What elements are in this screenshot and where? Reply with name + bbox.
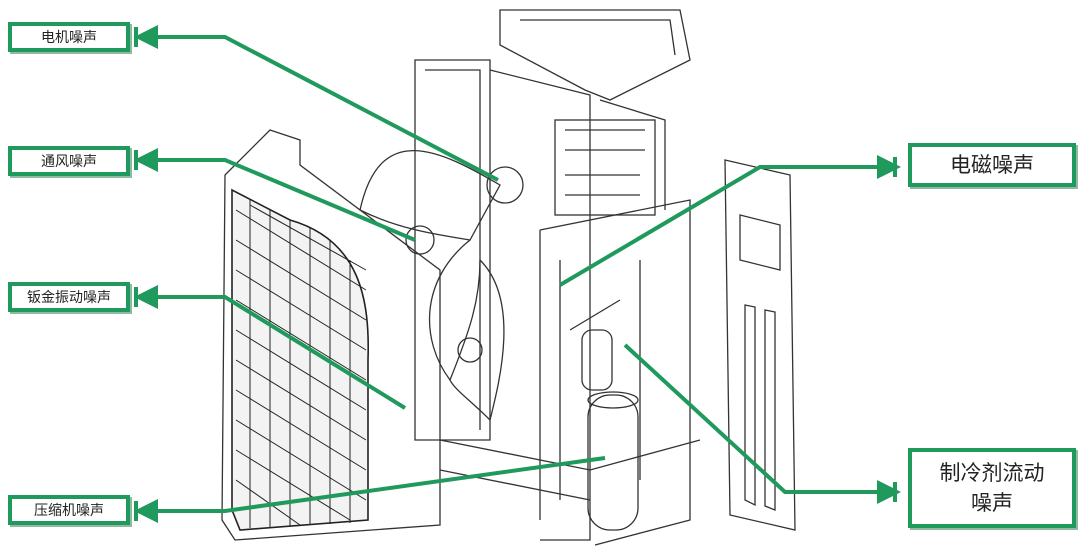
label-electromagnetic-noise: 电磁噪声 <box>908 143 1076 187</box>
callout-arrows <box>134 25 901 523</box>
label-motor-noise: 电机噪声 <box>8 22 130 52</box>
arrow-motor <box>134 25 499 182</box>
label-ventilation-noise: 通风噪声 <box>8 146 130 176</box>
label-line: 制冷剂流动 <box>939 461 1045 485</box>
label-sheet-metal-vibration-noise: 钣金振动噪声 <box>8 282 130 312</box>
arrow-refrigerant <box>623 343 901 504</box>
label-line: 噪声 <box>971 491 1013 515</box>
outdoor-unit-sketch <box>221 9 796 546</box>
label-compressor-noise: 压缩机噪声 <box>8 495 130 525</box>
arrow-electromagnetic <box>558 155 901 287</box>
grille-mesh <box>235 200 367 528</box>
arrow-compressor <box>134 456 606 523</box>
arrow-sheet-metal <box>134 285 407 410</box>
arrow-end-bars <box>134 27 897 521</box>
front-grille <box>231 188 370 531</box>
label-refrigerant-flow-noise: 制冷剂流动 噪声 <box>908 448 1076 528</box>
arrow-ventilation <box>134 148 416 242</box>
